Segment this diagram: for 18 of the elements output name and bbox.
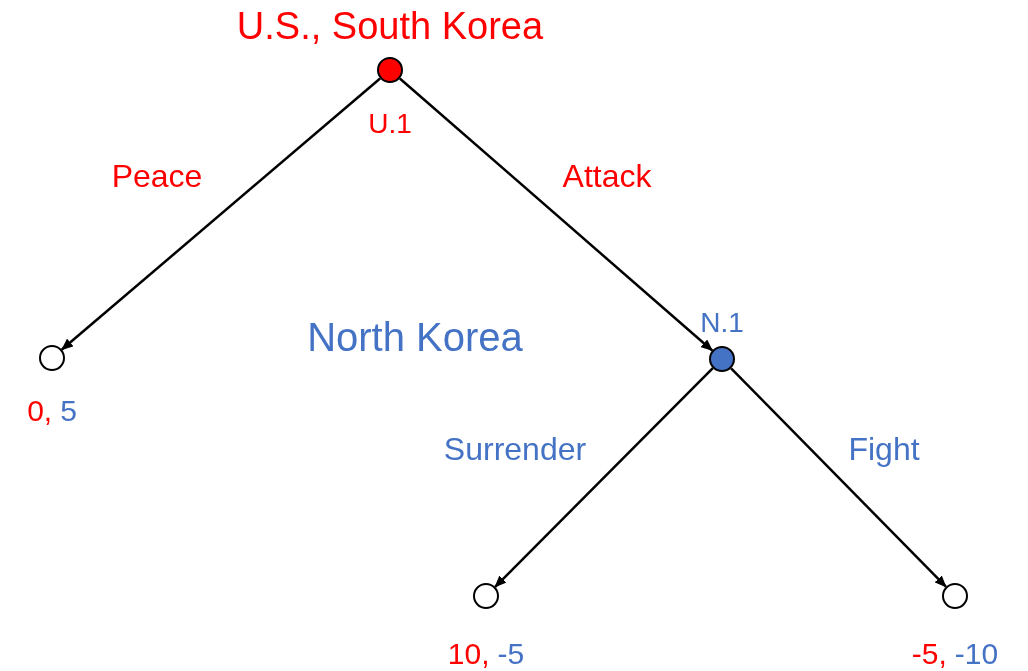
payoff-value: -10 (954, 636, 999, 671)
arrow (494, 367, 714, 588)
payoff-value: -5 (497, 636, 525, 671)
node-label: N.1 (700, 306, 744, 340)
payoff-value: 0, (27, 393, 53, 429)
player-name: U.S., South Korea (236, 4, 544, 49)
payoff-value: 10, (447, 636, 490, 671)
edge-label: Surrender (443, 430, 587, 468)
arrow (730, 367, 947, 588)
payoff-value: -5, (911, 636, 947, 671)
arrow (61, 77, 381, 351)
edge-label: Fight (848, 430, 920, 468)
payoff-value: 5 (60, 393, 77, 429)
node-label: U.1 (368, 107, 412, 141)
arrow (399, 77, 713, 352)
player-name: North Korea (307, 314, 523, 360)
edge-label: Attack (562, 157, 652, 195)
edge-label: Peace (111, 157, 203, 195)
